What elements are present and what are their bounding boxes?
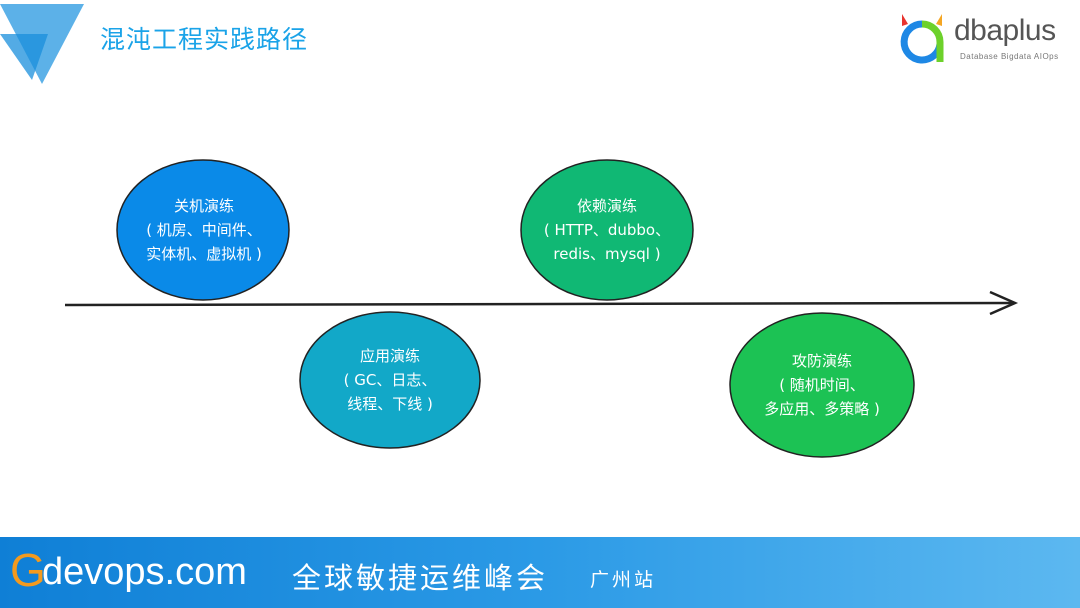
node-line: ( HTTP、dubbo、 [543, 221, 671, 239]
node-line: ( 随机时间、 [779, 376, 865, 394]
dbaplus-logo: dbaplus Database Bigdata AIOps [898, 8, 1078, 68]
node-shape-dependency [520, 159, 694, 301]
dbaplus-logo-icon [900, 14, 944, 64]
node-line: 线程、下线 ) [347, 395, 433, 413]
node-shape-shutdown [116, 159, 290, 301]
node-application: 应用演练 ( GC、日志、 线程、下线 ) [300, 312, 480, 448]
node-dependency: 依赖演练 ( HTTP、dubbo、 redis、mysql ) [521, 160, 693, 300]
corner-logo-triangles [0, 4, 84, 84]
timeline-arrow [64, 301, 1015, 307]
page-title: 混沌工程实践路径 [100, 25, 309, 54]
node-line: 多应用、多策略 ) [764, 400, 880, 418]
node-attack: 攻防演练 ( 随机时间、 多应用、多策略 ) [730, 313, 914, 457]
node-line: ( 机房、中间件、 [146, 221, 262, 239]
node-title: 攻防演练 [791, 352, 852, 370]
dbaplus-tagline: Database Bigdata AIOps [960, 52, 1059, 61]
node-line: ( GC、日志、 [343, 371, 437, 389]
arrow-head-icon [989, 290, 1019, 316]
dbaplus-wordmark: dbaplus [954, 14, 1056, 47]
node-title: 应用演练 [359, 347, 420, 365]
footer-slogan: 全球敏捷运维峰会 [292, 561, 549, 595]
footer-banner: G devops.com 全球敏捷运维峰会 广州站 [0, 537, 1080, 608]
node-line: 实体机、虚拟机 ) [146, 245, 262, 263]
node-title: 关机演练 [173, 197, 234, 215]
gdevops-logo-g: G [10, 544, 46, 596]
node-shape-attack [729, 312, 915, 458]
node-shape-application [299, 311, 481, 449]
node-title: 依赖演练 [576, 197, 637, 215]
footer-city: 广州站 [590, 569, 657, 591]
node-shutdown: 关机演练 ( 机房、中间件、 实体机、虚拟机 ) [118, 160, 290, 300]
timeline-diagram [64, 159, 1019, 458]
gdevops-site: devops.com [42, 551, 247, 593]
node-line: redis、mysql ) [553, 245, 661, 263]
